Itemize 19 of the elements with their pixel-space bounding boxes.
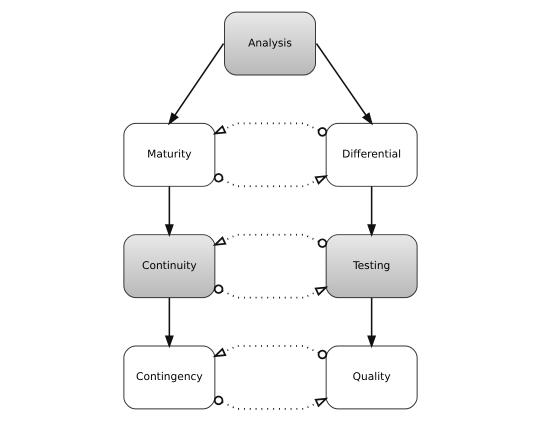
arrow [164,298,174,348]
arrow [212,122,328,137]
node-box: Quality [326,346,418,410]
arrow [212,234,328,248]
node-box: Testing [326,234,418,298]
node-box: Maturity [123,122,216,187]
node-box: Contingency [123,346,216,410]
arrow [168,43,224,126]
arrow [214,284,328,298]
node-box: Differential [326,122,418,187]
arrow [212,345,328,360]
node-box: Continuity [123,234,216,298]
arrow [316,43,373,126]
arrow [214,173,328,188]
arrow [367,298,376,348]
arrow [164,186,174,237]
arrow [214,396,328,410]
node-box: Analysis [224,12,316,76]
arrow [367,186,376,237]
